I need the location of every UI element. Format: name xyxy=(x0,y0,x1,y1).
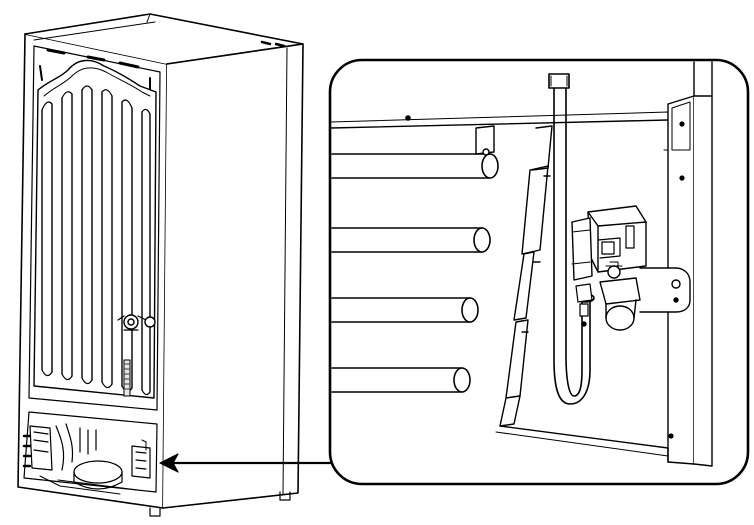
coil-panel-outline xyxy=(34,60,156,398)
compressor xyxy=(74,461,122,483)
valve-outlet xyxy=(606,306,634,330)
detail-frame xyxy=(330,60,748,484)
detail-callout xyxy=(330,60,748,484)
callout-arrow xyxy=(160,454,331,472)
condenser-coils xyxy=(34,60,156,398)
rear-fitting xyxy=(118,315,155,330)
water-valve xyxy=(572,206,690,330)
cabinet-right-side xyxy=(163,44,303,508)
valve-bracket xyxy=(640,268,690,312)
cabinet-back-inner xyxy=(29,46,160,410)
rating-label xyxy=(124,360,130,396)
side-wall-panel xyxy=(664,62,712,466)
valve-location xyxy=(132,446,150,478)
detail-coil-tubes xyxy=(332,154,498,392)
wall-edge xyxy=(476,126,668,462)
machine-compartment xyxy=(24,412,157,494)
electrical-box xyxy=(30,426,52,470)
coil-tubes xyxy=(42,86,150,395)
